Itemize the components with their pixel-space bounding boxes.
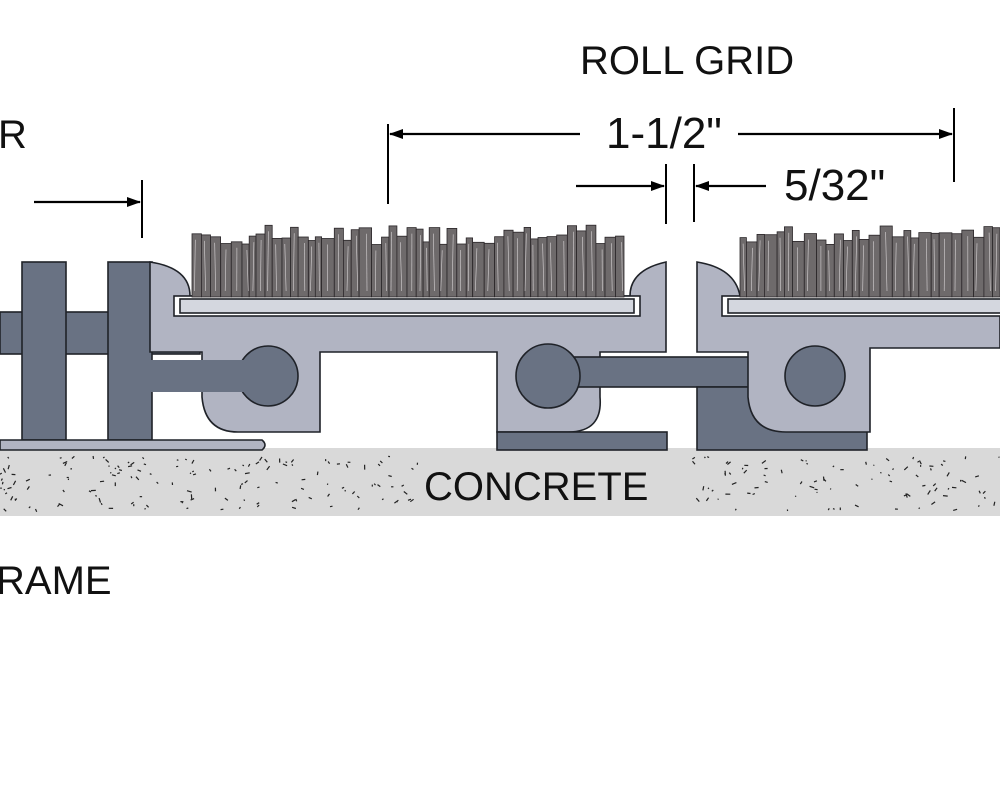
pitch-dimension-label: 1-1/2" — [606, 109, 722, 158]
dimension-pitch — [387, 108, 955, 204]
dimension-left — [34, 180, 143, 238]
roll-grid-label: ROLL GRID — [580, 39, 794, 83]
ball-joints — [150, 343, 846, 409]
grid-segment-2 — [696, 261, 1000, 433]
left-top-label: R — [0, 113, 27, 157]
concrete-texture — [0, 455, 1000, 513]
concrete-slab — [0, 448, 1000, 516]
dimension-gap — [576, 164, 766, 224]
frame-label: RAME — [0, 559, 112, 603]
brush-insert-2 — [739, 225, 1000, 298]
concrete-label: CONCRETE — [424, 465, 648, 509]
gap-dimension-label: 5/32" — [784, 161, 885, 210]
brush-insert-1 — [191, 224, 625, 298]
